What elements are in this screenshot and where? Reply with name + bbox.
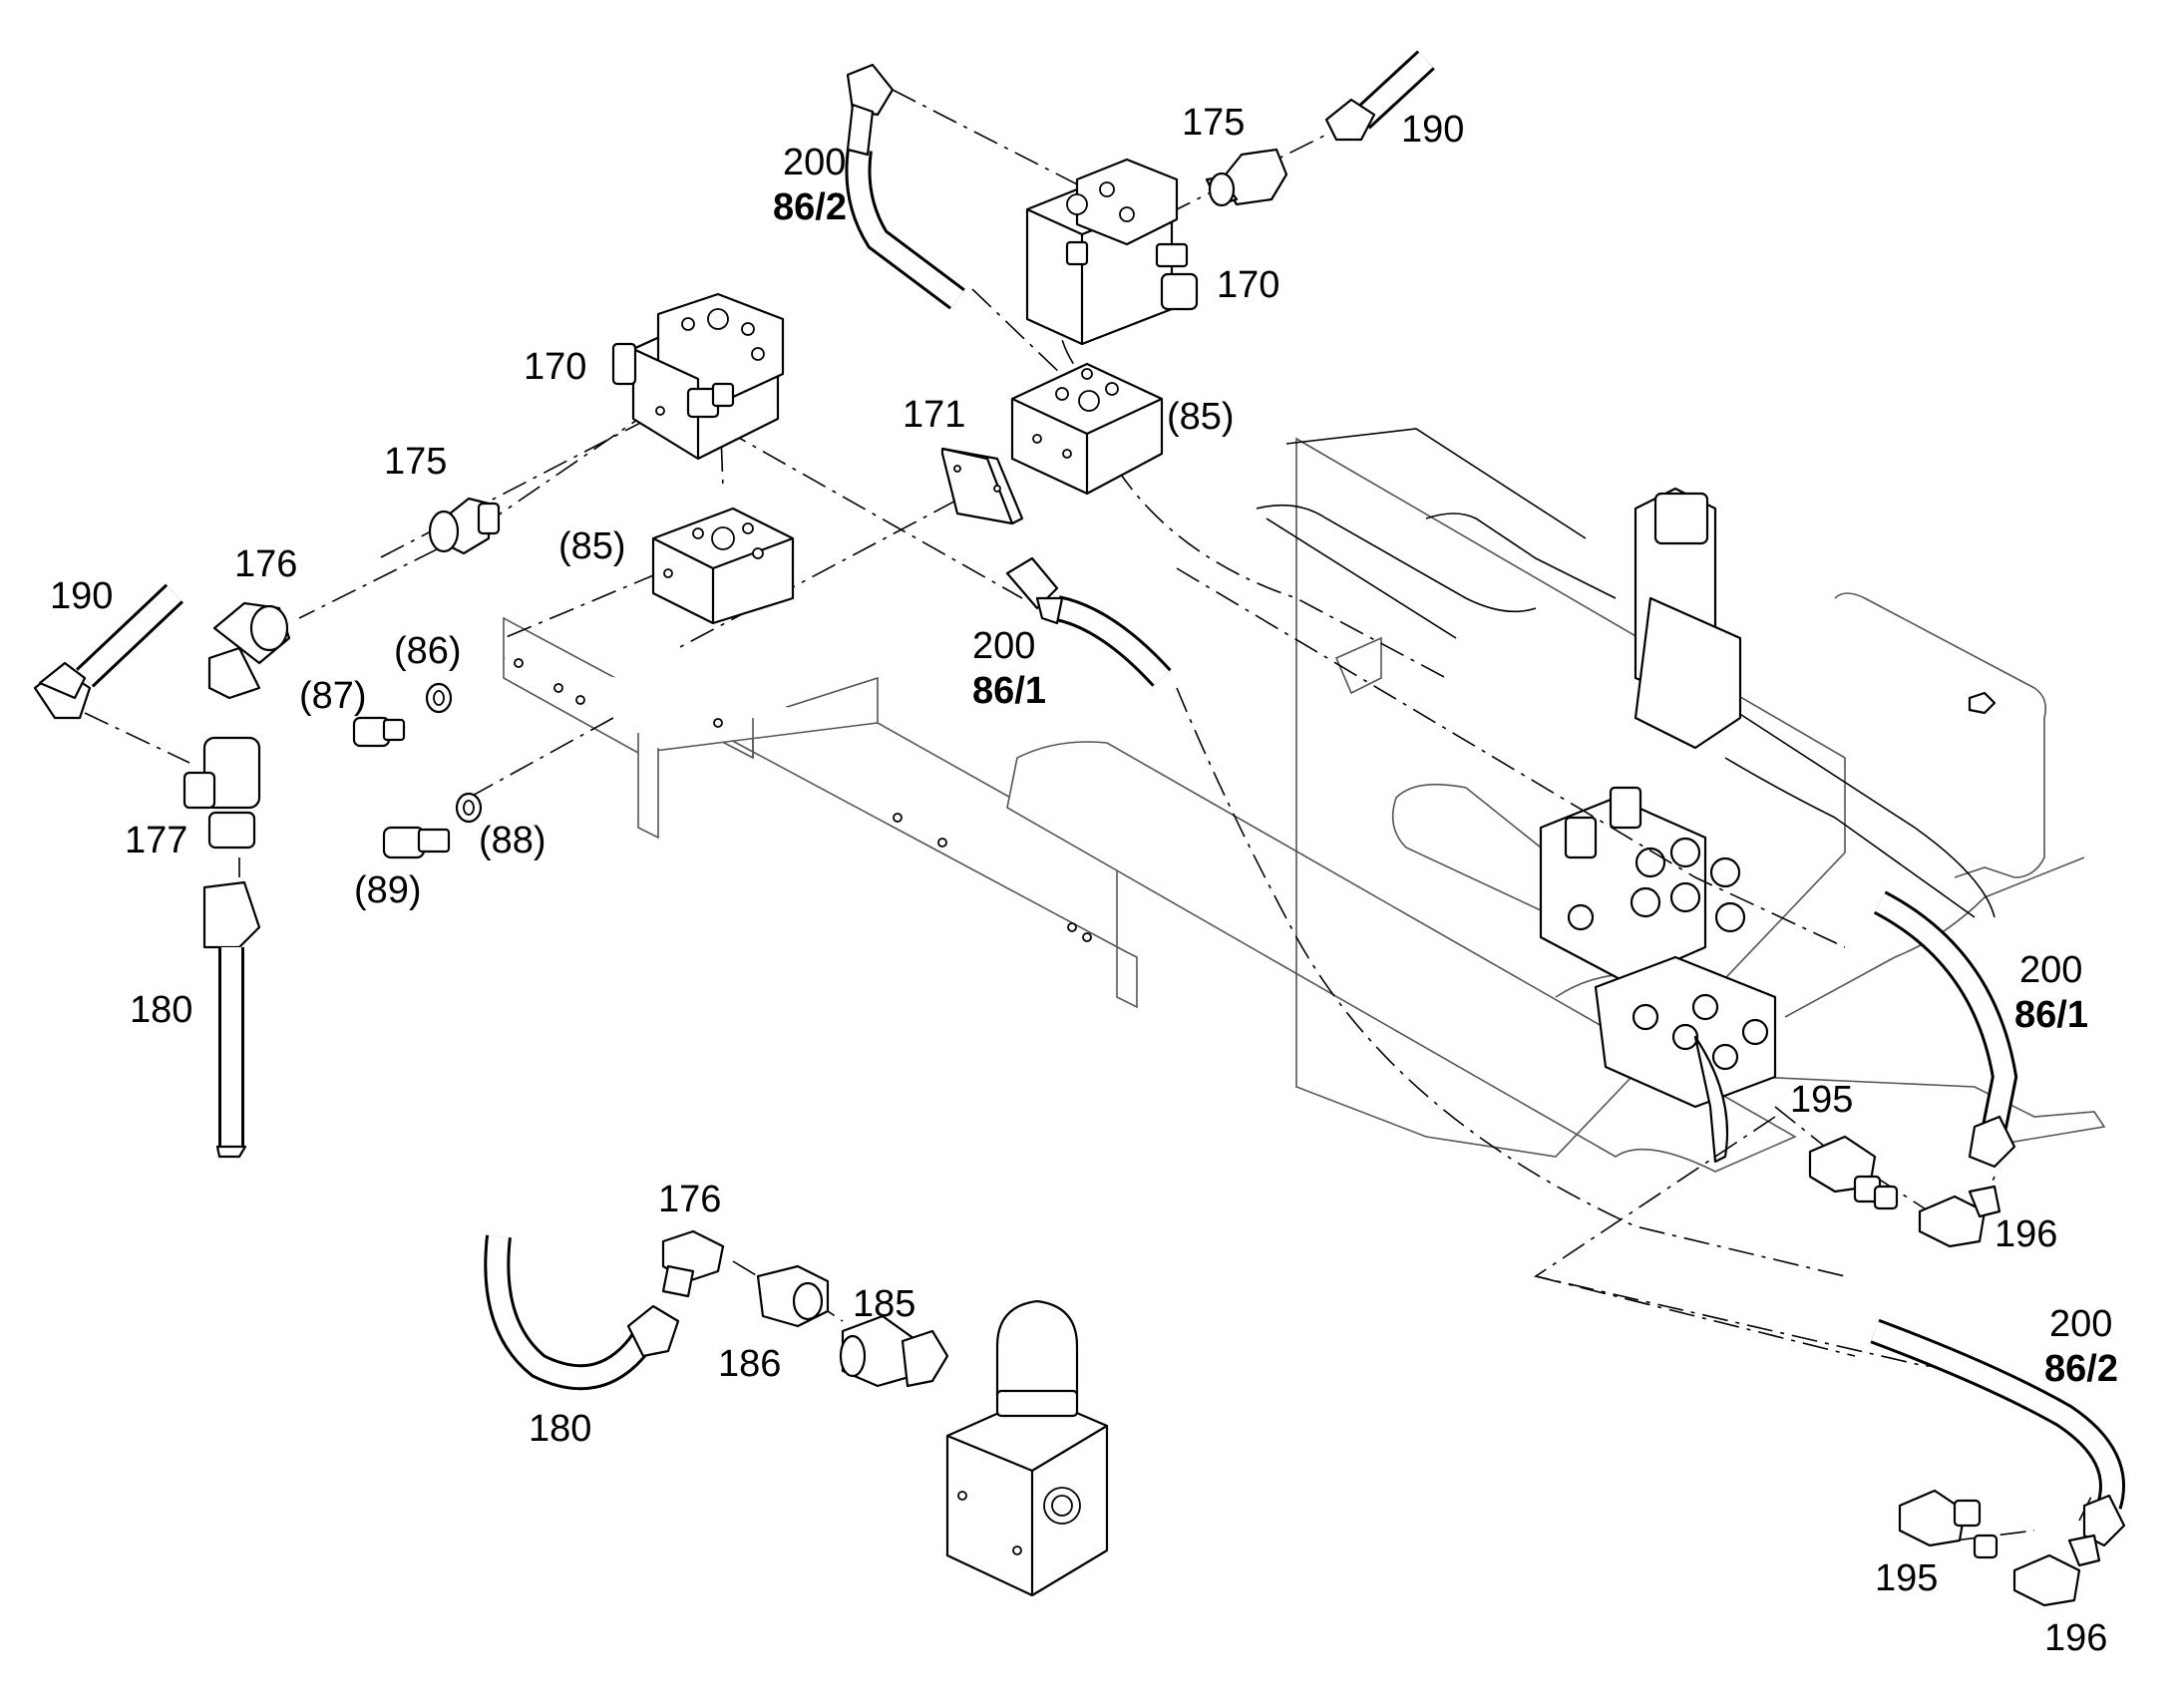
elbow-196-lower [2012, 1534, 2101, 1607]
callout-88: (88) [479, 820, 546, 861]
hose-190-top [1324, 50, 1435, 142]
callout-86-1-right: 86/1 [2014, 994, 2088, 1036]
elbow-176-bottom [661, 1229, 725, 1298]
callout-86-2-bottom: 86/2 [2044, 1348, 2118, 1390]
adapter-175-top [1205, 148, 1288, 207]
callout-170-right: 170 [1217, 264, 1279, 306]
washer-88 [455, 792, 483, 824]
hose-200-bottom [1870, 1318, 2126, 1547]
solenoid-valve-170-right [1025, 158, 1199, 346]
callout-176-bottom: 176 [658, 1179, 721, 1220]
hose-200-right [1873, 890, 2018, 1169]
callout-185: 185 [853, 1283, 915, 1325]
hose-180-left [202, 880, 261, 1159]
tee-185 [839, 1314, 949, 1388]
callout-190-left: 190 [50, 575, 113, 617]
manifold-block-85-right [1010, 362, 1164, 496]
callout-labels: 200 86/2 175 190 170 170 171 (85) 175 (8… [50, 102, 2118, 1659]
adapter-175-left [428, 497, 501, 555]
tee-177 [182, 736, 261, 850]
callout-186: 186 [718, 1343, 781, 1385]
callout-196-lower: 196 [2044, 1617, 2107, 1659]
callout-86-1-mid: 86/1 [972, 670, 1046, 712]
callout-200-bottom: 200 [2049, 1303, 2112, 1345]
frame-rail [503, 616, 1138, 1009]
hose-180-bottom [484, 1234, 680, 1391]
callout-176-left: 176 [234, 543, 297, 585]
callout-200-top: 200 [783, 142, 846, 183]
callout-196-upper: 196 [1995, 1213, 2057, 1255]
hose-190-left [33, 583, 183, 720]
callout-85-left: (85) [558, 525, 626, 567]
callout-85-right: (85) [1167, 396, 1235, 438]
manifold-block-85-left [651, 507, 795, 625]
callout-180-bottom: 180 [529, 1408, 591, 1450]
callout-190-top: 190 [1401, 109, 1464, 151]
callout-87: (87) [299, 675, 367, 717]
machine-chassis [1006, 428, 2106, 1173]
relief-valve-block [945, 1299, 1109, 1597]
gasket-171 [940, 447, 1024, 525]
screw-87 [352, 716, 406, 748]
callout-86-2-top: 86/2 [773, 186, 847, 228]
callout-200-right: 200 [2019, 949, 2082, 991]
callout-195-lower: 195 [1875, 1557, 1938, 1599]
callout-177: 177 [125, 820, 187, 861]
callout-175-top: 175 [1182, 102, 1245, 144]
hose-200-mid [1005, 556, 1172, 687]
solenoid-valve-170-left [611, 292, 785, 461]
screw-89 [382, 826, 451, 859]
leader-lines [84, 89, 2095, 1541]
elbow-176-left [207, 601, 291, 700]
callout-200-mid: 200 [972, 625, 1035, 667]
callout-171: 171 [903, 394, 965, 436]
tee-195-lower [1898, 1489, 1998, 1559]
callout-175-left: 175 [384, 441, 447, 483]
adapter-186 [756, 1264, 830, 1328]
callout-86: (86) [394, 630, 462, 672]
hose-200-top [845, 63, 965, 310]
callout-195-upper: 195 [1790, 1079, 1853, 1121]
callout-180-left: 180 [130, 989, 192, 1031]
washer-86 [425, 682, 453, 714]
elbow-196-upper [1918, 1185, 2001, 1248]
callout-89: (89) [354, 869, 422, 911]
valve-stack [1539, 487, 1997, 1164]
callout-170-left: 170 [524, 346, 586, 388]
tee-195-upper [1808, 1135, 1899, 1210]
